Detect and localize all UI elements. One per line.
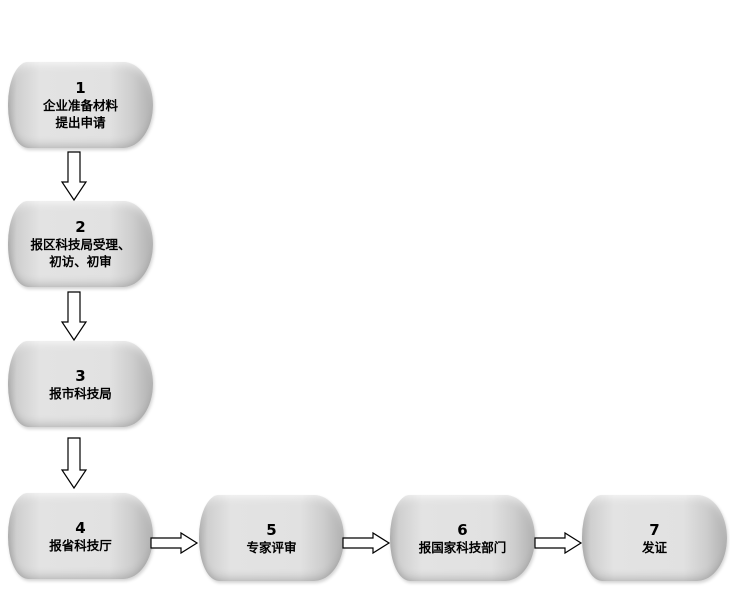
arrow-right-4-to-5 — [150, 531, 199, 555]
step-2-label-line-2: 初访、初审 — [49, 254, 112, 269]
step-5-label: 专家评审 — [246, 539, 297, 555]
step-1-number: 1 — [75, 79, 86, 97]
step-5-number: 5 — [266, 520, 277, 539]
step-3-label: 报市科技局 — [49, 385, 112, 401]
step-6-number: 6 — [457, 520, 468, 539]
step-7-box: 7 发证 — [582, 495, 727, 581]
arrow-down-3-to-4 — [60, 437, 88, 490]
step-4-number: 4 — [75, 518, 86, 537]
arrow-right-6-to-7 — [534, 531, 583, 555]
step-4-label: 报省科技厅 — [49, 537, 112, 553]
step-1-box: 1 企业准备材料 提出申请 — [8, 62, 153, 148]
step-7-label: 发证 — [641, 539, 667, 555]
step-4-box: 4 报省科技厅 — [8, 493, 153, 579]
step-6-label: 报国家科技部门 — [418, 539, 507, 555]
step-1-label-line-1: 企业准备材料 — [42, 98, 118, 113]
step-7-number: 7 — [649, 520, 660, 539]
step-2-label-line-1: 报区科技局受理、 — [30, 237, 131, 252]
step-6-box: 6 报国家科技部门 — [390, 495, 535, 581]
step-2-box: 2 报区科技局受理、 初访、初审 — [8, 201, 153, 287]
step-5-box: 5 专家评审 — [199, 495, 344, 581]
step-2-number: 2 — [75, 218, 86, 236]
step-3-box: 3 报市科技局 — [8, 341, 153, 427]
arrow-down-1-to-2 — [60, 151, 88, 202]
arrow-right-5-to-6 — [342, 531, 391, 555]
step-1-label-line-2: 提出申请 — [55, 115, 106, 130]
step-3-number: 3 — [75, 366, 86, 385]
arrow-down-2-to-3 — [60, 291, 88, 342]
